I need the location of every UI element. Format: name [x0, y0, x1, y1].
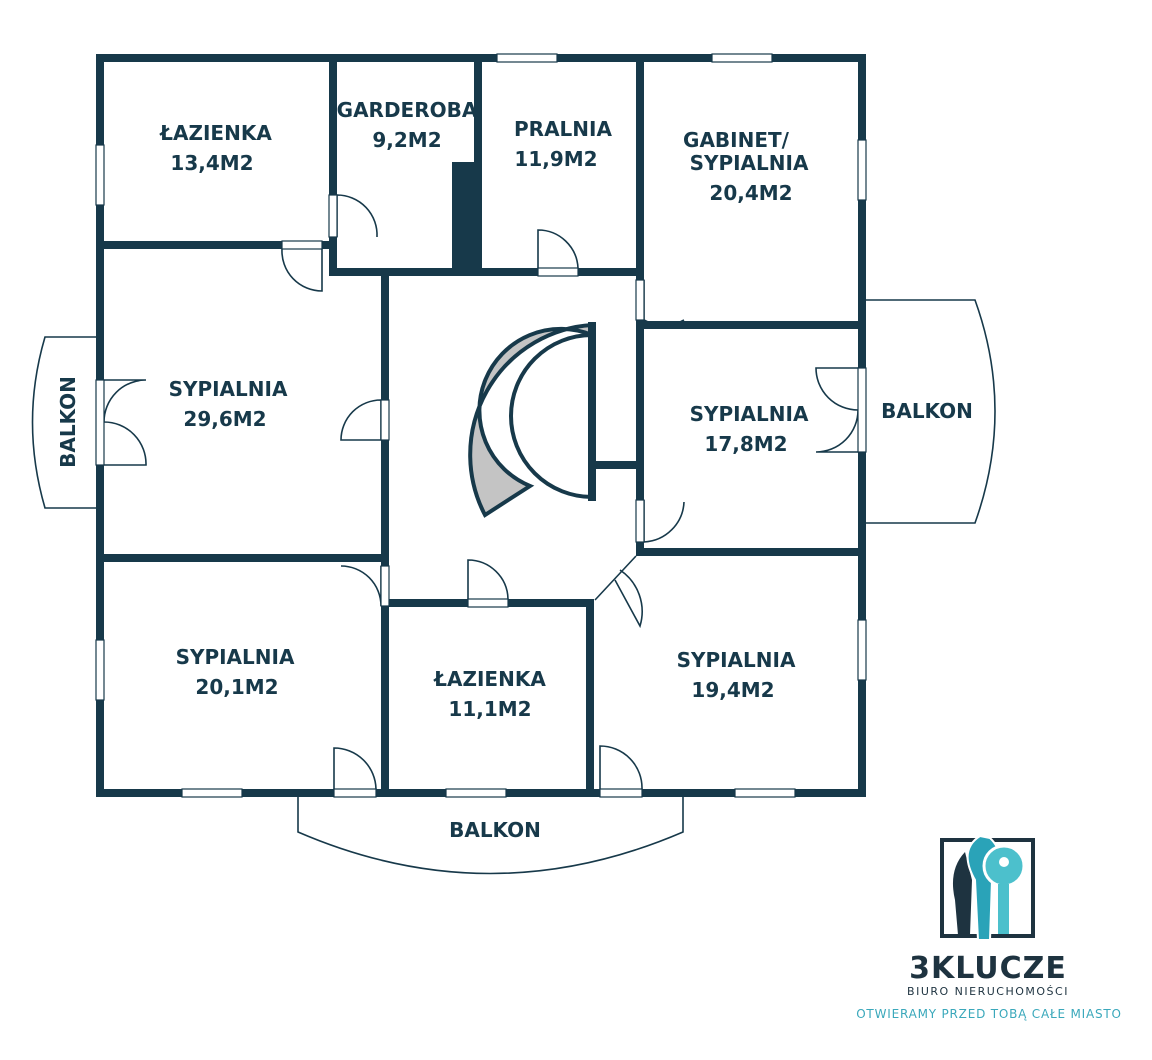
room-name: SYPIALNIA [690, 402, 809, 426]
room-name: ŁAZIENKA [433, 667, 546, 691]
key-icon [952, 834, 1026, 941]
staircase [468, 322, 644, 518]
balcony-left-label: BALKON [56, 376, 80, 468]
room-name: PRALNIA [514, 117, 612, 141]
room-area: 11,1M2 [448, 697, 531, 721]
logo-brand: 3KLUCZE [909, 951, 1067, 986]
company-logo: 3KLUCZE BIURO NIERUCHOMOŚCI OTWIERAMY PR… [856, 834, 1122, 1021]
room-name: GABINET/ [683, 128, 790, 152]
logo-tagline: OTWIERAMY PRZED TOBĄ CAŁE MIASTO [856, 1007, 1122, 1021]
room-area: 20,1M2 [195, 675, 278, 699]
room-area: 11,9M2 [514, 147, 597, 171]
balcony-right [862, 299, 996, 524]
doors [95, 194, 867, 798]
room-name: ŁAZIENKA [159, 121, 272, 145]
room-name: GARDEROBA [337, 98, 478, 122]
room-area: 20,4M2 [709, 181, 792, 205]
balcony-right-label: BALKON [881, 399, 973, 423]
room-name: SYPIALNIA [677, 648, 796, 672]
logo-subtitle: BIURO NIERUCHOMOŚCI [907, 985, 1069, 998]
room-name-2: SYPIALNIA [690, 151, 809, 175]
room-name: SYPIALNIA [169, 377, 288, 401]
balcony-bottom [297, 793, 684, 875]
room-labels: ŁAZIENKA 13,4M2 GARDEROBA 9,2M2 PRALNIA … [56, 98, 973, 842]
room-name: SYPIALNIA [176, 645, 295, 669]
room-area: 9,2M2 [372, 128, 441, 152]
balcony-bottom-label: BALKON [449, 818, 541, 842]
room-area: 29,6M2 [183, 407, 266, 431]
room-area: 13,4M2 [170, 151, 253, 175]
windows [95, 53, 867, 798]
room-area: 19,4M2 [691, 678, 774, 702]
room-area: 17,8M2 [704, 432, 787, 456]
balcony-left [31, 336, 100, 509]
